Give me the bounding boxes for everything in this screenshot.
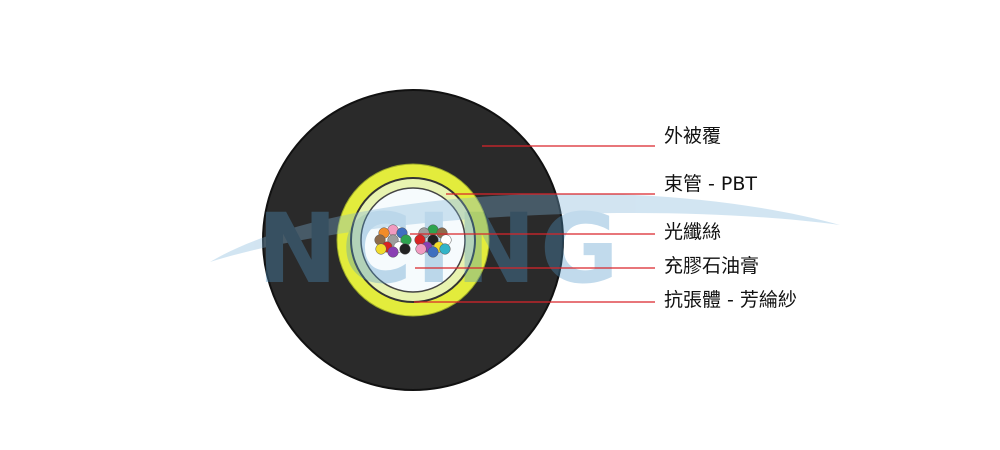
fiber [427,246,439,258]
watermark-swoosh [210,193,840,262]
label-outer-jacket: 外被覆 [664,125,722,147]
optical-fibers [374,224,452,258]
label-gel: 充膠石油膏 [664,255,760,277]
fiber [375,243,387,255]
fiber [387,246,399,258]
fiber [415,243,427,255]
fiber [399,243,411,255]
label-optical-fiber: 光纖絲 [664,221,722,243]
fiber [439,243,451,255]
label-buffer-tube: 束管 - PBT [664,173,758,195]
leader-lines [410,145,655,303]
label-aramid: 抗張體 - 芳綸紗 [664,289,797,311]
gel-filling [360,187,466,293]
